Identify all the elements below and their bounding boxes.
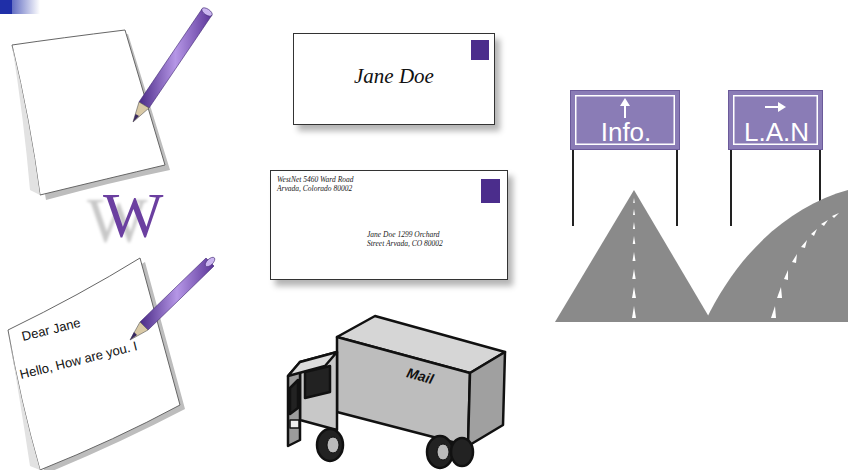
node-text: WestNet 5460 Ward Road Arvada, Colorado … (277, 176, 369, 193)
slide-bullet (0, 0, 12, 14)
node-text: Jane Doe (294, 64, 494, 88)
node-text: Hello, How are you. I (18, 339, 139, 383)
node-text: Mail (405, 365, 435, 388)
slide-bullet (0, 0, 40, 14)
road (555, 190, 712, 322)
road (705, 190, 848, 322)
node-text: Info. (571, 118, 681, 148)
node-text: Jane Doe 1299 Orchard Street Arvada, CO … (367, 231, 447, 248)
addressed-envelope: WestNet 5460 Ward Road Arvada, Colorado … (270, 170, 508, 280)
pen (133, 6, 214, 122)
blank-sheet (12, 30, 170, 200)
road-sign: L.A.N (728, 90, 823, 150)
letter-w: W (103, 184, 163, 248)
sign-post (573, 148, 820, 226)
road-sign: Info. (570, 90, 680, 150)
mail-truck (288, 316, 505, 468)
pen (130, 256, 216, 340)
letter-sheet (8, 258, 185, 470)
envelope-card: Jane Doe (293, 33, 495, 125)
node-text: L.A.N (729, 118, 824, 148)
node-text: Dear Jane (20, 316, 82, 345)
truck-side: Mail (385, 358, 465, 398)
letter-text-area: Dear JaneHello, How are you. I (18, 300, 168, 410)
